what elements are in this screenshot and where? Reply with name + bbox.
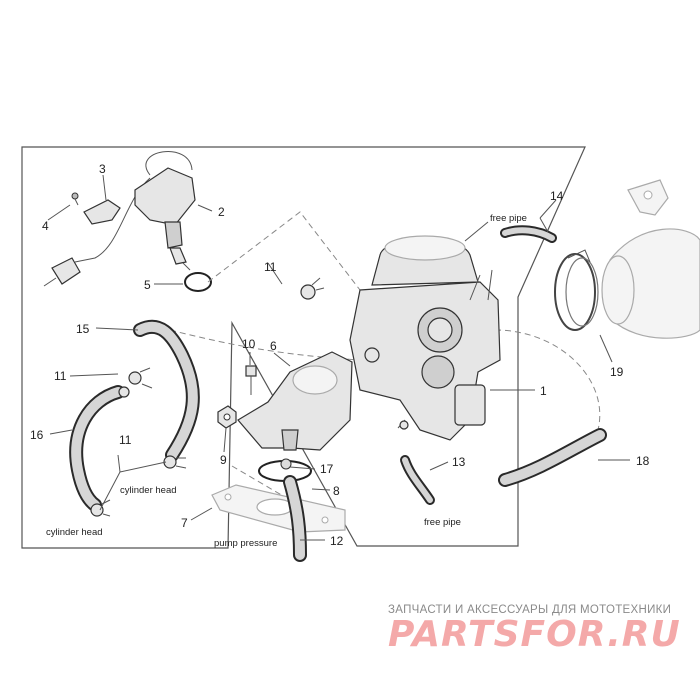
callout-16: 16 xyxy=(30,428,44,442)
clip-17 xyxy=(280,458,292,470)
o-ring-5 xyxy=(184,272,212,292)
callout-5: 5 xyxy=(144,278,151,292)
callout-15: 15 xyxy=(76,322,90,336)
leader-lines xyxy=(47,174,630,541)
callout-12: 12 xyxy=(330,534,344,548)
label-free-pipe-top: free pipe xyxy=(490,213,527,224)
callout-9: 9 xyxy=(220,453,227,467)
label-cylinder-head-a: cylinder head xyxy=(120,485,177,496)
callout-19: 19 xyxy=(610,365,624,379)
callout-3: 3 xyxy=(99,162,106,176)
callout-17: 17 xyxy=(320,462,334,476)
callout-11b: 11 xyxy=(54,369,67,383)
callout-7: 7 xyxy=(181,516,188,530)
callout-6: 6 xyxy=(270,339,277,353)
callout-4: 4 xyxy=(42,219,49,233)
connector-plug xyxy=(43,257,81,287)
hose-clip-11b xyxy=(118,367,153,398)
callout-13: 13 xyxy=(452,455,466,469)
dashed-guide-3 xyxy=(494,329,601,431)
callout-8: 8 xyxy=(333,484,340,498)
callout-10: 10 xyxy=(242,337,256,351)
label-pump-pressure: pump pressure xyxy=(214,538,277,549)
callout-14: 14 xyxy=(550,189,564,203)
bracket-clip xyxy=(71,192,121,225)
callout-2: 2 xyxy=(218,205,225,219)
intake-manifold xyxy=(237,351,353,451)
label-free-pipe-bottom: free pipe xyxy=(424,517,461,528)
sensor-unit xyxy=(74,151,196,271)
nut-9 xyxy=(217,405,237,429)
intake-boot xyxy=(601,179,700,339)
clamp-ring xyxy=(554,249,599,331)
label-cylinder-head-b: cylinder head xyxy=(46,527,103,538)
watermark-caption: ЗАПЧАСТИ И АКСЕССУАРЫ ДЛЯ МОТОТЕХНИКИ xyxy=(388,604,672,616)
bolt-10 xyxy=(245,365,257,395)
callout-11c: 11 xyxy=(119,433,132,447)
dashed-guide-4 xyxy=(231,465,291,501)
watermark: ЗАПЧАСТИ И АКСЕССУАРЫ ДЛЯ МОТОТЕХНИКИ PA… xyxy=(388,604,688,655)
carburetor-body xyxy=(349,235,501,441)
hose-clip-11c xyxy=(163,455,187,469)
callout-18: 18 xyxy=(636,454,650,468)
dashed-guide-1 xyxy=(207,211,361,291)
callout-11a: 11 xyxy=(264,260,277,274)
hose-clip-11a xyxy=(300,277,325,300)
watermark-logo: PARTSFOR.RU xyxy=(388,614,681,655)
callout-1: 1 xyxy=(540,384,547,398)
flange-gasket xyxy=(211,484,346,533)
